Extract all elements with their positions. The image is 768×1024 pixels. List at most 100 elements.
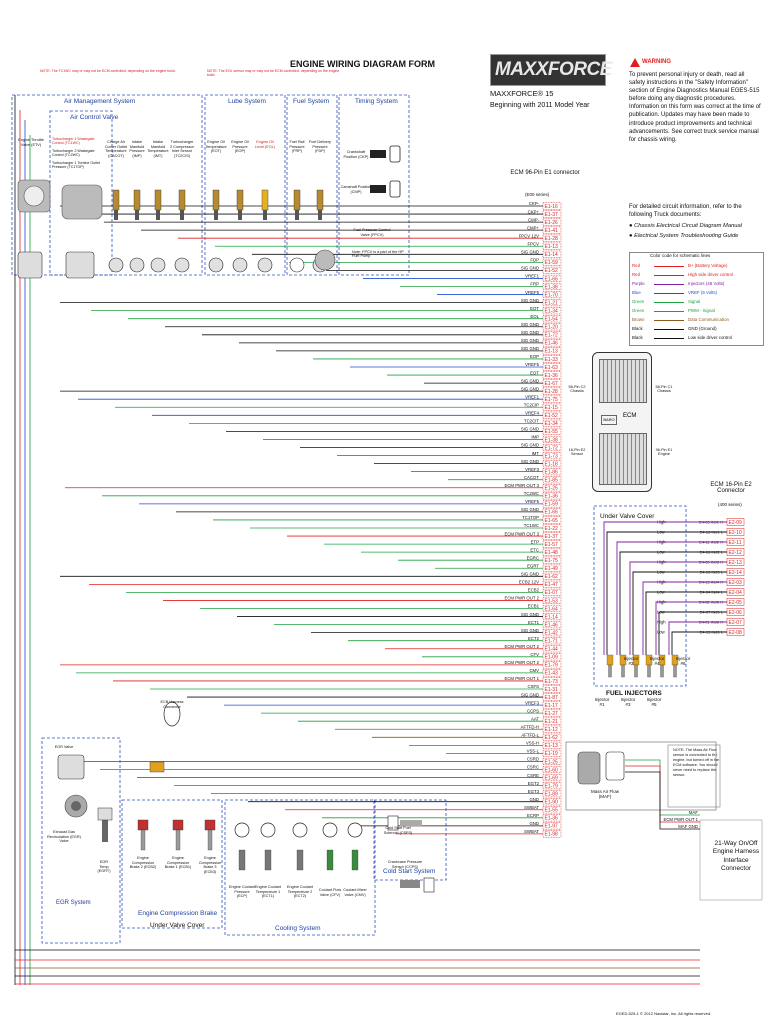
e1-pin-box (542, 621, 562, 629)
e1-signal-label: CKP+ (528, 209, 540, 214)
connector-e1-title: ECM 96-Pin E1 connector (510, 170, 580, 176)
e1-pin-number: E1-09 (545, 655, 559, 661)
injector-wire (603, 521, 727, 655)
e1-pin-number: E1-85 (545, 478, 559, 484)
e1-pin-box (542, 556, 562, 564)
interface-connector-label: 21-Way On/Off Engine Harness Interface C… (712, 840, 760, 873)
e1-pin-number: E1-36 (545, 816, 559, 822)
model-year: Beginning with 2011 Model Year (490, 102, 590, 109)
section-fuel-injectors: FUEL INJECTORS (606, 690, 662, 697)
e1-signal-label: AFTFD-H (521, 724, 539, 729)
color-code-name: Purple (632, 281, 645, 286)
color-code-name: Green (632, 299, 645, 304)
sensor-icon (370, 145, 401, 163)
e1-pin-box (542, 395, 562, 403)
sensor-label: Engine Oil Temperature (EOT) (205, 140, 227, 154)
e1-pin-box (542, 460, 562, 468)
sensor-icon (347, 822, 363, 871)
injector-wire (645, 591, 727, 655)
e1-pin-number: E1-37 (545, 212, 559, 218)
color-code-name: Blue (632, 290, 641, 295)
e1-signal-label: IMP (531, 435, 539, 440)
e1-pin-box (542, 749, 562, 757)
e1-pin-box (542, 669, 562, 677)
e1-pin-box (542, 613, 562, 621)
egr-box (41, 737, 121, 944)
maf-signal-label: ECM PWR OUT 1 (663, 817, 698, 822)
section-under-valve-cover: Under Valve Cover (150, 922, 205, 929)
sensor-icon (108, 189, 124, 273)
e1-pin-box (542, 564, 562, 572)
e1-pin-box (542, 226, 562, 234)
e1-pin-box (542, 379, 562, 387)
sensor-icon (400, 877, 435, 893)
injector-label: Injector #2 (623, 656, 639, 666)
e1-pin-number: E1-14 (545, 252, 559, 258)
color-code-swatch (654, 311, 684, 312)
e1-signal-label: ETC (530, 547, 539, 552)
e1-pin-number: E1-67 (545, 381, 559, 387)
e1-signal-label: EOL (530, 314, 539, 319)
timing-box (338, 94, 410, 276)
e1-pin-box (542, 387, 562, 395)
injector-wire (616, 541, 727, 655)
e1-pin-number: E1-36 (545, 494, 559, 500)
ecm-block: BARO ECM (592, 352, 652, 492)
sensor-label: Engine Throttle Valve (ETV) (18, 138, 44, 147)
e1-pin-box (542, 323, 562, 331)
sensor-label: Engine Coolant Pressure (ECP) (229, 885, 255, 899)
color-code-desc: Injectors (48 Volts) (688, 281, 725, 286)
fuel-box (286, 94, 338, 276)
e1-signal-label: TC1WC (524, 523, 539, 528)
injector-wire (619, 551, 727, 655)
e1-pin-number: E1-53 (545, 598, 559, 604)
e1-signal-label: ECB1 (528, 604, 540, 609)
e1-pin-box (542, 363, 562, 371)
e1-pin-number: E1-26 (545, 220, 559, 226)
e1-pin-box (542, 774, 562, 782)
e1-pin-number: E1-28 (545, 236, 559, 242)
e1-pin-box (542, 427, 562, 435)
e1-pin-number: E1-13 (545, 349, 559, 355)
interface-connector-box (699, 819, 763, 901)
injector-wire (668, 621, 727, 655)
color-code-desc: B+ (Battery Voltage) (688, 263, 728, 268)
injector-label: Injector #5 (646, 697, 662, 707)
e2-pin-number: E2-11 (729, 540, 742, 546)
section-air-control-valve: Air Control Valve (70, 114, 119, 121)
e1-pin-box (542, 411, 562, 419)
e1-signal-label: CFV (530, 652, 539, 657)
lube-box (204, 94, 286, 276)
e1-pin-number: E1-66 (545, 510, 559, 516)
sensor-label: Engine Compression Brake 1 (ECB1) (164, 856, 192, 870)
color-code-desc: Signal (688, 299, 701, 304)
sensor-icon (387, 815, 422, 831)
sensor-label: Cold Start Fuel Solenoid (CSFS) (383, 826, 413, 835)
e1-signal-label: VREF1 (525, 274, 539, 279)
e1-signal-label: ETP (531, 539, 539, 544)
e1-signal-label: VSS-L (527, 749, 540, 754)
fuel-injector-icon (671, 654, 679, 678)
e1-pin-number: E1-25 (545, 759, 559, 765)
ecm-label: ECM (623, 413, 637, 419)
brand-logo: MAXXFORCE (490, 54, 612, 86)
sensor-icon (57, 754, 85, 780)
e1-signal-label: ECM PWR OUT 2 (504, 660, 539, 665)
e1-pin-number: E1-59 (545, 502, 559, 508)
e1-pin-box (542, 274, 562, 282)
e1-signal-label: SIG GND (521, 386, 539, 391)
e1-pin-box (542, 830, 562, 838)
e1-pin-box (542, 637, 562, 645)
sensor-icon (322, 822, 338, 871)
ecm-e2-label: 16-Pin E2 Sensor (568, 448, 586, 456)
e1-pin-number: E1-47 (545, 582, 559, 588)
e1-signal-label: ECRP (527, 813, 539, 818)
e1-pin-box (542, 234, 562, 242)
e1-pin-number: E1-46 (545, 622, 559, 628)
e1-pin-number: E1-52 (545, 268, 559, 274)
e1-signal-label: EGRC (527, 555, 539, 560)
